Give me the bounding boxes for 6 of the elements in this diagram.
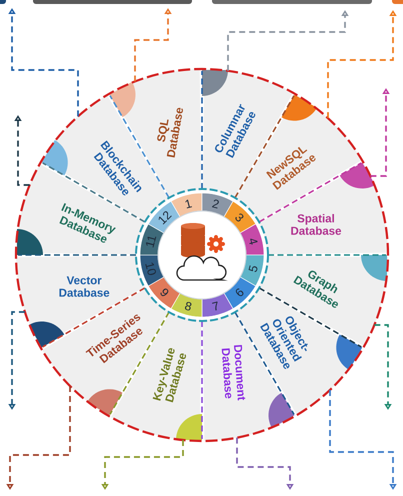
number-cell: 2 (202, 192, 234, 218)
number-cell: 7 (202, 292, 234, 318)
number-cell: 4 (240, 224, 264, 256)
number-cell: 5 (240, 254, 264, 286)
number-cell: 11 (140, 224, 164, 256)
number-cell: 8 (170, 292, 202, 318)
